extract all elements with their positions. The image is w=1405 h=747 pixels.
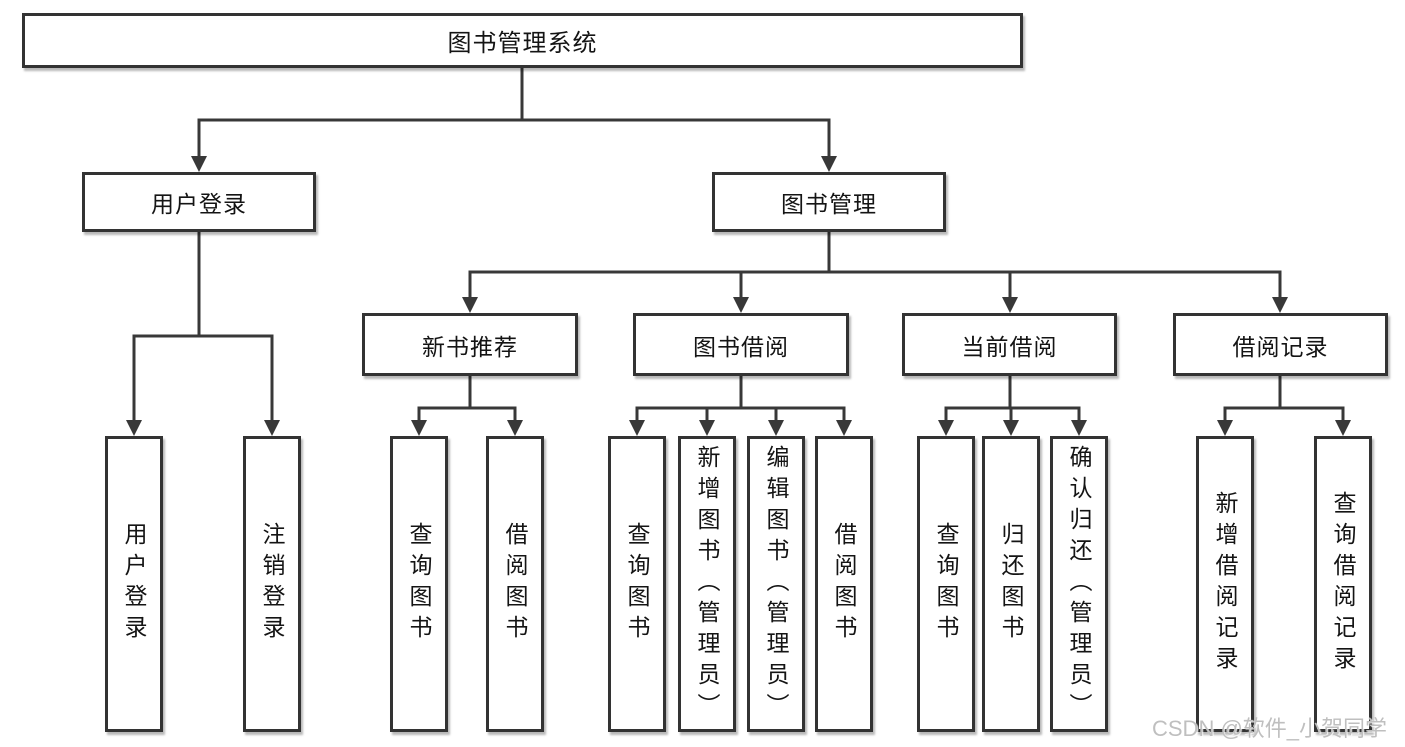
arrow-down-icon	[1272, 297, 1288, 313]
arrow-down-icon	[1003, 420, 1019, 436]
node-leaf-logout: 注销登录	[243, 436, 301, 732]
arrow-down-icon	[768, 420, 784, 436]
node-leaf-add-borrow-record: 新增借阅记录	[1196, 436, 1254, 732]
node-leaf-add-books-admin: 新增图书（管理员）	[678, 436, 736, 732]
node-leaf-borrow-books: 借阅图书	[815, 436, 873, 732]
connector-root-to-level1	[191, 68, 837, 172]
arrow-down-icon	[836, 420, 852, 436]
node-leaf-query-books-recommend: 查询图书	[390, 436, 448, 732]
arrow-down-icon	[1002, 297, 1018, 313]
node-book-management: 图书管理	[712, 172, 946, 232]
arrow-down-icon	[938, 420, 954, 436]
arrow-down-icon	[629, 420, 645, 436]
connector-current-borrowing-children	[938, 375, 1087, 436]
node-leaf-query-books-borrowing: 查询图书	[608, 436, 666, 732]
connector-user-login-children	[126, 232, 280, 436]
connector-book-management-children	[462, 232, 1288, 313]
connector-borrowing-records-children	[1217, 375, 1351, 436]
arrow-down-icon	[462, 297, 478, 313]
connector-book-borrowing-children	[629, 375, 852, 436]
arrow-down-icon	[191, 156, 207, 172]
node-borrowing-records: 借阅记录	[1173, 313, 1388, 376]
arrow-down-icon	[1335, 420, 1351, 436]
node-leaf-confirm-return-admin: 确认归还（管理员）	[1050, 436, 1108, 732]
node-leaf-edit-books-admin: 编辑图书（管理员）	[747, 436, 805, 732]
watermark-text: CSDN @软件_小贺同学	[1152, 716, 1388, 741]
node-leaf-return-books: 归还图书	[982, 436, 1040, 732]
arrow-down-icon	[821, 156, 837, 172]
node-leaf-query-books-current: 查询图书	[917, 436, 975, 732]
node-new-book-recommend: 新书推荐	[362, 313, 578, 376]
arrow-down-icon	[699, 420, 715, 436]
node-leaf-user-login: 用户登录	[105, 436, 163, 732]
arrow-down-icon	[126, 420, 142, 436]
arrow-down-icon	[1071, 420, 1087, 436]
arrow-down-icon	[264, 420, 280, 436]
connector-new-book-recommend-children	[411, 375, 523, 436]
node-leaf-query-borrow-record: 查询借阅记录	[1314, 436, 1372, 732]
node-user-login: 用户登录	[82, 172, 316, 232]
arrow-down-icon	[1217, 420, 1233, 436]
arrow-down-icon	[411, 420, 427, 436]
arrow-down-icon	[733, 297, 749, 313]
node-leaf-borrow-books-recommend: 借阅图书	[486, 436, 544, 732]
node-current-borrowing: 当前借阅	[902, 313, 1117, 376]
node-library-management-system: 图书管理系统	[22, 13, 1023, 68]
arrow-down-icon	[507, 420, 523, 436]
node-book-borrowing: 图书借阅	[633, 313, 849, 376]
